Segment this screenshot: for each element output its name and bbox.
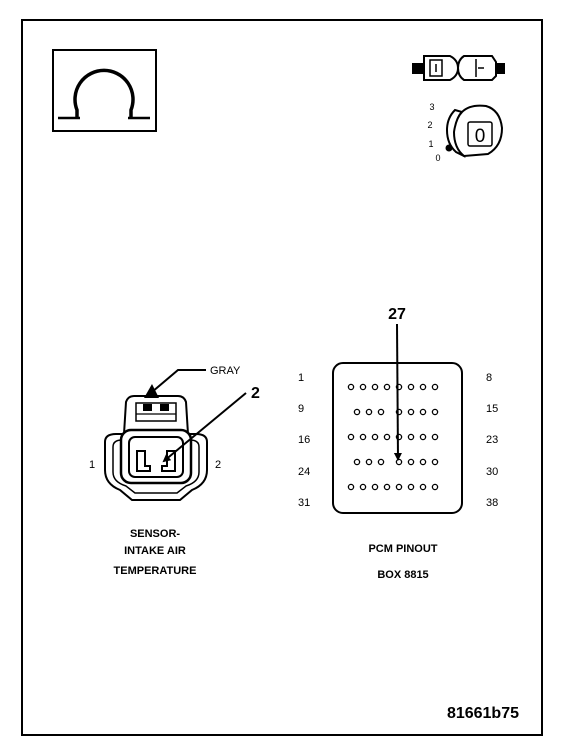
pcm-probe-arrow (393, 323, 402, 461)
figure-id: 81661b75 (447, 705, 519, 722)
ohm-symbol (58, 68, 150, 120)
pcm-pin-hole (395, 483, 403, 491)
sensor-caption-line-1: SENSOR- (130, 528, 180, 540)
pcm-pin-hole (383, 433, 391, 441)
pcm-left-pin-label-5: 31 (298, 497, 310, 509)
pcm-pin-hole (347, 383, 355, 391)
sensor-caption-line-3: TEMPERATURE (114, 565, 197, 577)
pcm-right-pin-label-2: 15 (486, 403, 498, 415)
figure-frame (21, 19, 543, 736)
pcm-left-pin-label-1: 1 (298, 372, 304, 384)
pcm-pin-hole (407, 383, 415, 391)
pcm-pin-hole (419, 383, 427, 391)
pcm-pin-hole (365, 458, 373, 466)
pcm-pin-hole (371, 433, 379, 441)
pcm-pin-hole (347, 483, 355, 491)
pcm-caption-line-1: PCM PINOUT (368, 543, 437, 555)
pcm-right-pin-label-5: 38 (486, 497, 498, 509)
sensor-caption-line-2: INTAKE AIR (124, 545, 186, 557)
pcm-pin-hole (407, 483, 415, 491)
ignition-position-2: 2 (427, 120, 432, 130)
pcm-pin-hole (359, 383, 367, 391)
pcm-pin-hole (359, 483, 367, 491)
pcm-pin-hole (377, 458, 385, 466)
pcm-pin-hole (407, 458, 415, 466)
pcm-pin-hole (431, 433, 439, 441)
sensor-probe-arrow (162, 392, 247, 463)
ignition-position-1: 1 (428, 139, 433, 149)
ignition-key-icon: 0 3 2 1 0 (427, 102, 504, 163)
pcm-right-pin-label-4: 30 (486, 466, 498, 478)
pcm-pin-hole (371, 383, 379, 391)
sensor-connector (104, 369, 208, 501)
pcm-pin-hole (431, 483, 439, 491)
sensor-probe-pin-label: 2 (251, 385, 260, 402)
pcm-pin-hole (419, 458, 427, 466)
disconnect-connector-icon (412, 55, 505, 81)
ignition-position-3: 3 (429, 102, 434, 112)
pcm-caption-line-2: BOX 8815 (377, 569, 428, 581)
pcm-pin-hole (407, 408, 415, 416)
pcm-left-pin-label-4: 24 (298, 466, 310, 478)
wire-color-label: GRAY (210, 365, 241, 377)
pcm-pin-hole (419, 433, 427, 441)
sensor-pin-2-label: 2 (215, 459, 221, 471)
pcm-pin-hole (353, 408, 361, 416)
pcm-pin-hole (347, 433, 355, 441)
pcm-pin-hole (431, 408, 439, 416)
pcm-pin-hole (359, 433, 367, 441)
pcm-right-pin-label-1: 8 (486, 372, 492, 384)
pcm-pin-hole (407, 433, 415, 441)
pcm-pin-hole (419, 483, 427, 491)
pcm-pin-hole (365, 408, 373, 416)
pcm-left-pin-label-3: 16 (298, 434, 310, 446)
pcm-pin-hole (383, 383, 391, 391)
pcm-pin-hole (371, 483, 379, 491)
sensor-pin-1-label: 1 (89, 459, 95, 471)
ignition-position-0: 0 (435, 153, 440, 163)
ignition-key-label: 0 (475, 126, 486, 147)
pcm-pin-hole (395, 458, 403, 466)
pcm-pin-hole (431, 383, 439, 391)
pcm-left-pin-label-2: 9 (298, 403, 304, 415)
pcm-pin-hole (431, 458, 439, 466)
ohmmeter-symbol-box (52, 49, 157, 132)
pcm-pin-hole (383, 483, 391, 491)
pcm-pin-hole (353, 458, 361, 466)
pcm-probe-pin-label: 27 (388, 306, 406, 323)
pcm-right-pin-label-3: 23 (486, 434, 498, 446)
pcm-pin-hole (419, 408, 427, 416)
pcm-pin-hole (377, 408, 385, 416)
